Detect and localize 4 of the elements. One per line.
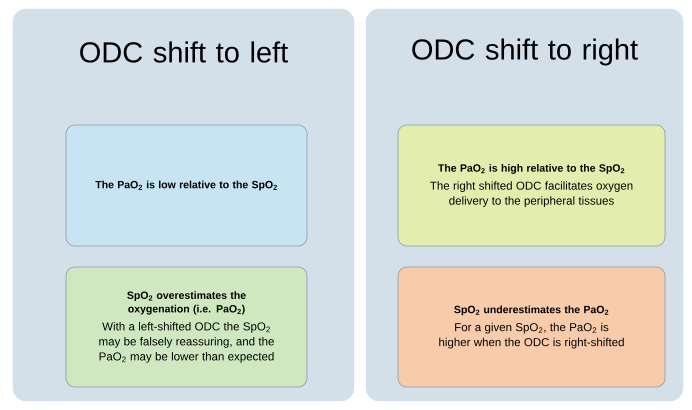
text-box: The PaO$_{2}$ is low relative to the SpO$_{2}$ xyxy=(66,124,308,246)
text-box: The PaO$_{2}$ is high relative to the SpO$_{2}$ The right shifted ODC facilitates oxygen delivery to the peripheral tissues xyxy=(398,124,666,246)
text-box: SpO$_{2}$ underestimates the PaO$_{2}$ For a given SpO$_{2}$, the PaO$_{2}$ is higher when the ODC is right-shifted xyxy=(398,266,666,388)
text-box: SpO$_{2}$ overestimates the oxygenation (i.e. PaO$_{2}$) With a left-shifted ODC the SpO$_{2}$ may be falsely reassuring, and the PaO$_{2}$ may be lower than expected xyxy=(66,266,308,388)
